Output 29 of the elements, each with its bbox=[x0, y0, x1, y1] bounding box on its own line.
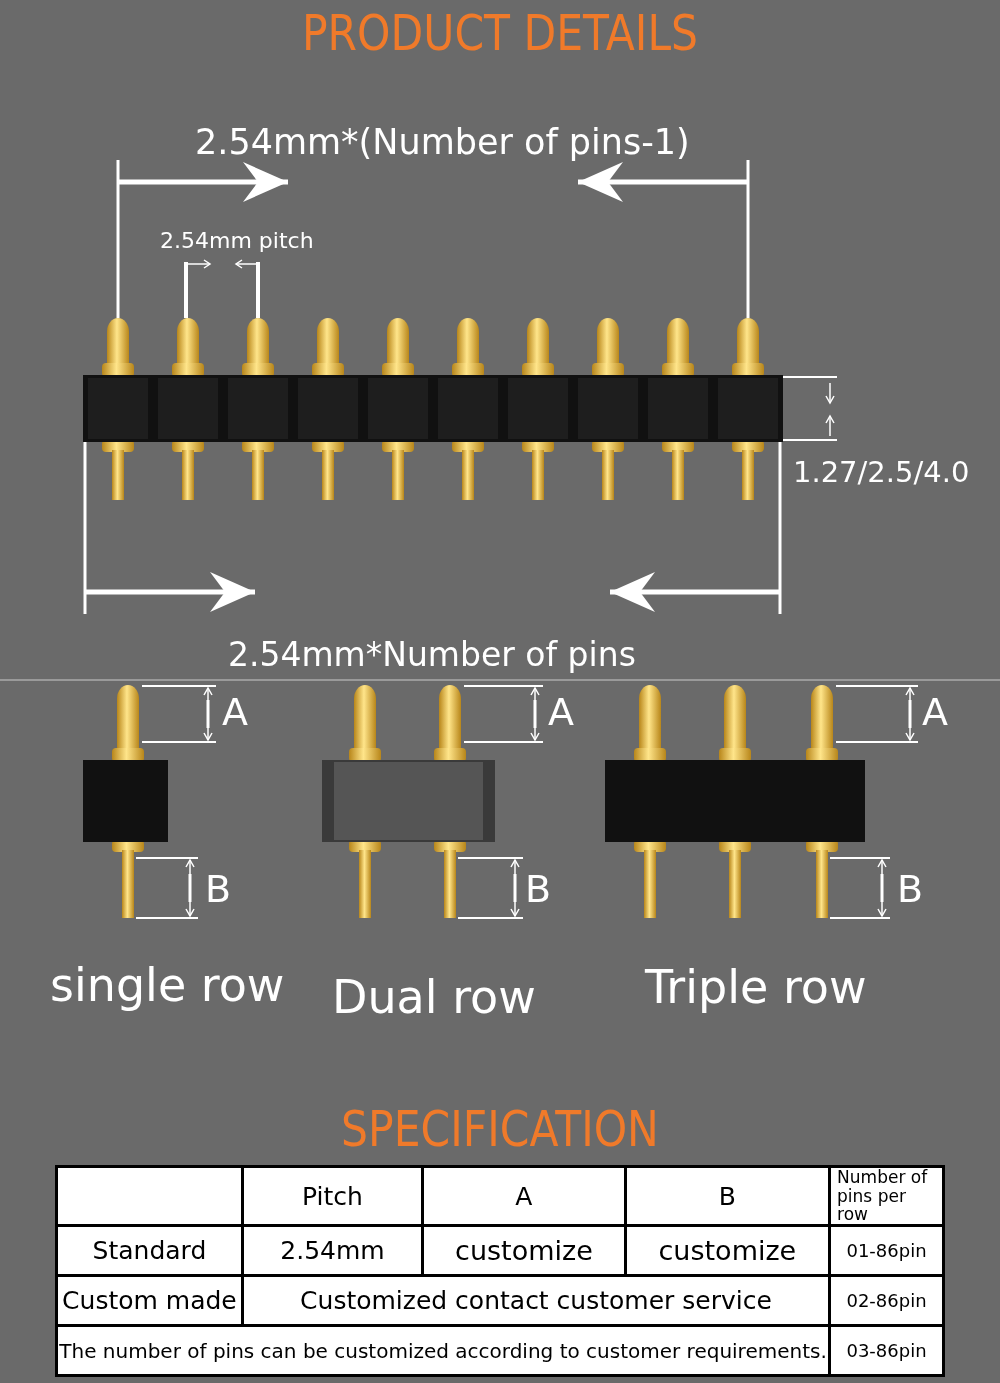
table-cell: The number of pins can be customized according to customer requirements. bbox=[56, 1325, 830, 1376]
dimension-letter: B bbox=[897, 867, 924, 911]
table-cell: Standard bbox=[56, 1225, 243, 1276]
page-title: PRODUCT DETAILS bbox=[300, 4, 700, 62]
variant-label: Dual row bbox=[332, 970, 536, 1024]
dimension-letter: A bbox=[922, 690, 948, 734]
variant-label: single row bbox=[50, 958, 285, 1012]
variant-label: Triple row bbox=[645, 960, 867, 1014]
table-cell: Custom made bbox=[56, 1275, 243, 1326]
table-cell: Pitch bbox=[242, 1166, 423, 1226]
dimension-label: 2.54mm pitch bbox=[160, 228, 314, 253]
dimension-letter: A bbox=[548, 690, 574, 734]
table-cell: 03-86pin bbox=[829, 1325, 944, 1376]
table-cell: A bbox=[422, 1166, 626, 1226]
dimension-label: 2.54mm*Number of pins bbox=[228, 635, 636, 674]
dimension-label: 1.27/2.5/4.0 bbox=[793, 455, 970, 489]
table-cell: 02-86pin bbox=[829, 1275, 944, 1326]
table-cell: Number of pins per row bbox=[829, 1166, 944, 1226]
table-cell: Customized contact customer service bbox=[242, 1275, 830, 1326]
table-cell: 01-86pin bbox=[829, 1225, 944, 1276]
dimension-letter: A bbox=[222, 690, 248, 734]
dimension-letter: B bbox=[525, 867, 552, 911]
table-cell: 2.54mm bbox=[242, 1225, 423, 1276]
section-title: SPECIFICATION bbox=[340, 1100, 660, 1158]
dimension-letter: B bbox=[205, 867, 232, 911]
table-cell: B bbox=[625, 1166, 830, 1226]
table-cell: customize bbox=[422, 1225, 626, 1276]
table-cell: customize bbox=[625, 1225, 830, 1276]
dimension-label: 2.54mm*(Number of pins-1) bbox=[195, 122, 690, 162]
